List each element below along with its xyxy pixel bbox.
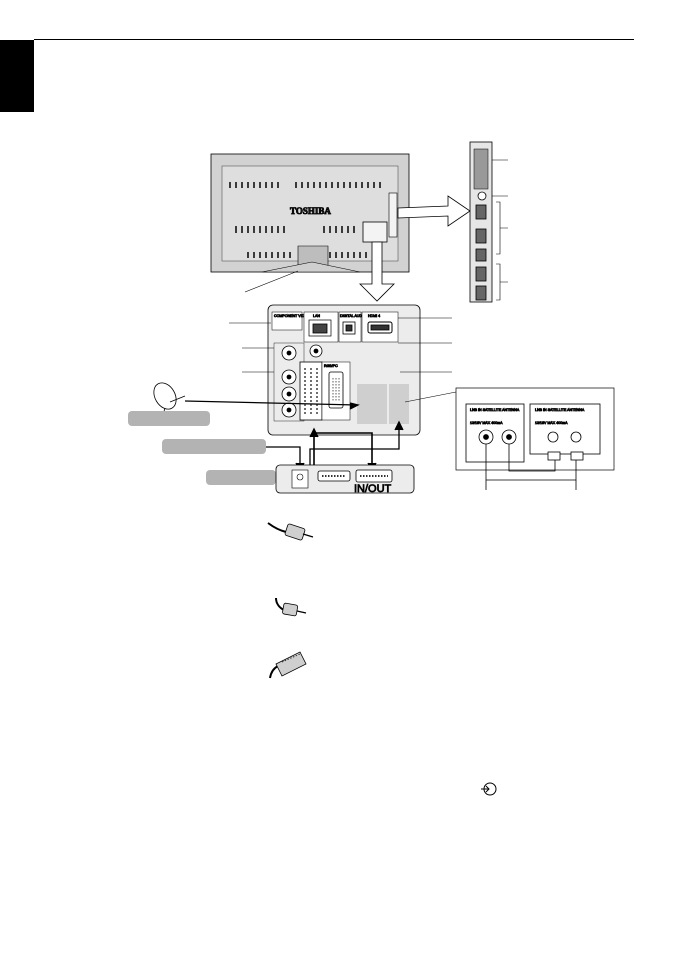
terminal-panel: COMPONENT VIDEO INPUT LAN DIGITAL AUDIO …: [229, 304, 452, 436]
inset-left-sub: 13/18V MAX 400mA: [470, 421, 503, 425]
header-rule: [34, 39, 634, 40]
language-tab: [0, 40, 34, 112]
caption-tags: [128, 411, 276, 485]
inset-left-label: LNB IN SATELLITE ANTENNA: [470, 408, 520, 412]
tv-brand-logo: TOSHIBA: [290, 206, 331, 216]
inset-right-label: LNB IN SATELLITE ANTENNA: [535, 408, 585, 412]
input-source-icon: [481, 782, 497, 796]
decoder-box: IN/OUT: [275, 464, 415, 495]
tag-decoder: [206, 470, 276, 485]
arrow-to-terminal-panel: [359, 241, 395, 302]
arrow-to-side-view: [397, 195, 471, 227]
coax-cable-icon: [267, 522, 314, 541]
tag-antenna: [162, 439, 266, 454]
tag-satellite: [128, 411, 210, 426]
component-video-label: COMPONENT VIDEO INPUT: [274, 314, 322, 318]
hdmi4-label: HDMI 4: [368, 314, 380, 318]
digital-audio-label: DIGITAL AUDIO: [340, 314, 366, 318]
side-terminal-view: [469, 141, 508, 303]
lan-label: LAN: [313, 314, 320, 318]
inset-right-sub: 13/18V MAX 400mA: [535, 421, 568, 425]
rf-plug-icon: [275, 597, 307, 617]
scart-plug-icon: [269, 651, 307, 679]
rgb-pc-label: RGB/PC: [324, 364, 338, 368]
decoder-inout-label: IN/OUT: [354, 483, 392, 495]
satellite-terminal-inset: LNB IN SATELLITE ANTENNA 13/18V MAX 400m…: [404, 387, 615, 490]
